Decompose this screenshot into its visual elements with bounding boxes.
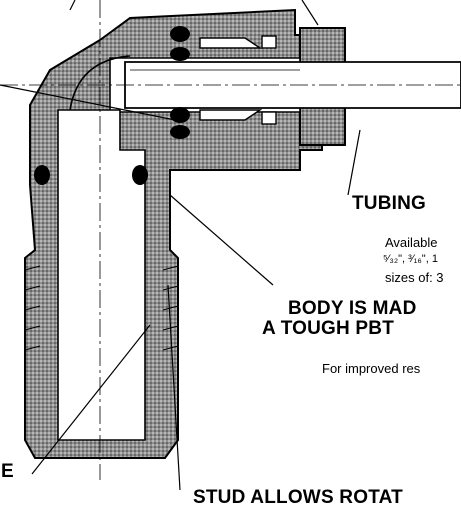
vertical-bore <box>57 109 146 441</box>
tubing-description-line-2: ⁵⁄₃₂", ³⁄₁₆", 1 <box>383 253 438 265</box>
elbow-inner-curve <box>69 55 131 111</box>
gripper-teeth <box>199 35 277 125</box>
o-rings <box>34 26 190 185</box>
stud-heading: STUD ALLOWS ROTAT <box>193 487 403 508</box>
body-heading-line-1: BODY IS MAD <box>288 298 417 319</box>
tubing-description-line-1: Available <box>385 235 438 250</box>
tubing-heading: TUBING <box>352 193 427 214</box>
leader-tubing <box>347 129 361 196</box>
left-edge-label: E <box>1 461 14 482</box>
leader-body <box>169 194 274 286</box>
leader-top-right <box>301 0 319 26</box>
body-description: For improved res <box>322 361 421 376</box>
leader-left-e <box>31 324 151 475</box>
leader-left-oring <box>0 84 176 121</box>
stud-threads <box>24 265 179 351</box>
body-heading-line-2: A TOUGH PBT <box>262 318 395 339</box>
tubing-description-line-3: sizes of: 3 <box>385 270 444 285</box>
leader-stud <box>167 284 181 491</box>
leader-top-left <box>69 0 76 11</box>
